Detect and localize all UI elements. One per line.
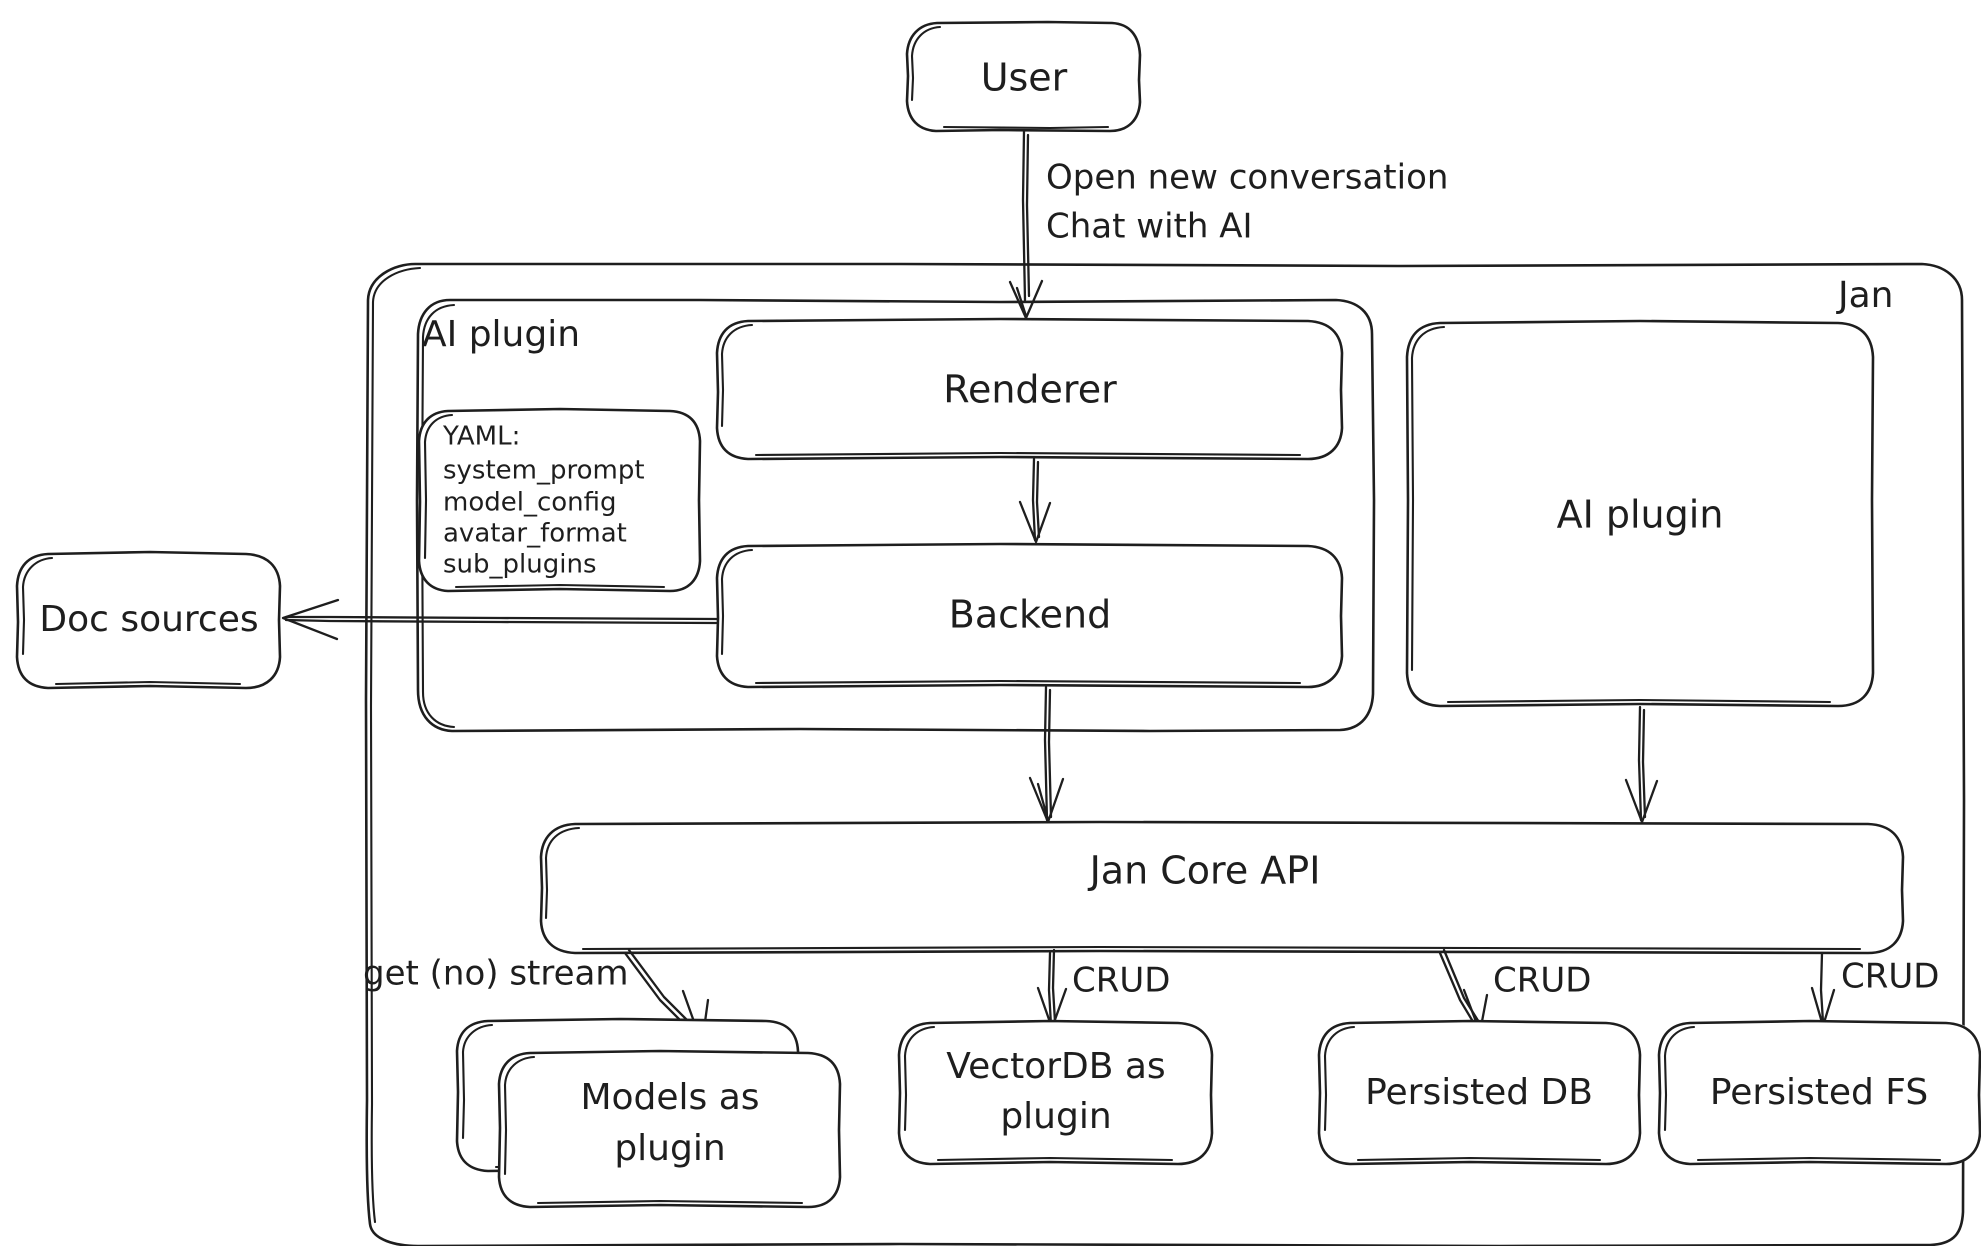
- persisted-fs-label: Persisted FS: [1710, 1072, 1928, 1113]
- vectordb-plugin-label-line1: VectorDB as: [946, 1046, 1165, 1087]
- persisted-db-node[interactable]: [1317, 1019, 1642, 1166]
- jan-group-label: Jan: [1836, 275, 1894, 316]
- backend-label: Backend: [949, 593, 1111, 637]
- yaml-line-2: model_config: [443, 488, 617, 518]
- ai-plugin-group-label: AI plugin: [422, 314, 580, 355]
- yaml-line-0: YAML:: [442, 422, 520, 452]
- edge-core-to-persisted-fs: [1810, 951, 1836, 1028]
- doc-sources-label: Doc sources: [39, 599, 258, 640]
- yaml-line-1: system_prompt: [443, 456, 645, 486]
- yaml-line-3: avatar_format: [443, 519, 627, 549]
- edge-label-user-to-renderer-line2: Chat with AI: [1046, 207, 1253, 247]
- renderer-label: Renderer: [943, 368, 1117, 412]
- vectordb-plugin-node[interactable]: [897, 1019, 1214, 1166]
- edge-user-to-renderer: [1008, 129, 1044, 320]
- user-node[interactable]: [905, 20, 1142, 133]
- edge-label-user-to-renderer-line1: Open new conversation: [1046, 158, 1448, 198]
- backend-node[interactable]: [715, 542, 1344, 689]
- edge-ai-plugin-to-core: [1624, 705, 1659, 824]
- vectordb-plugin-label-line2: plugin: [1000, 1096, 1111, 1137]
- models-plugin-label-line2: plugin: [614, 1128, 725, 1169]
- jan-container[interactable]: [364, 262, 1966, 1246]
- ai-plugin-box-node[interactable]: [1405, 319, 1875, 708]
- jan-core-api-label: Jan Core API: [1088, 849, 1321, 893]
- jan-core-api-node[interactable]: [539, 820, 1905, 955]
- edge-renderer-to-backend: [1018, 457, 1052, 544]
- doc-sources-node[interactable]: [15, 550, 282, 690]
- models-plugin-label-line1: Models as: [580, 1077, 759, 1118]
- edge-label-core-to-persisted-db: CRUD: [1493, 961, 1591, 1001]
- edge-label-core-to-vectordb: CRUD: [1072, 961, 1170, 1001]
- user-label: User: [981, 56, 1068, 100]
- ai-plugin-box-label: AI plugin: [1557, 493, 1724, 537]
- renderer-node[interactable]: [715, 317, 1344, 461]
- models-plugin-node[interactable]: [455, 1017, 842, 1209]
- edge-core-to-persisted-db: [1438, 948, 1489, 1034]
- persisted-db-label: Persisted DB: [1365, 1072, 1593, 1113]
- yaml-line-4: sub_plugins: [443, 550, 597, 580]
- yaml-card[interactable]: [417, 407, 702, 593]
- edge-label-core-to-models: get (no) stream: [363, 954, 628, 994]
- edge-backend-to-doc-sources: [281, 598, 719, 641]
- edge-label-core-to-persisted-fs: CRUD: [1841, 957, 1939, 997]
- persisted-fs-node[interactable]: [1657, 1019, 1981, 1166]
- edge-backend-to-core: [1028, 685, 1065, 824]
- edge-core-to-vectordb: [1036, 948, 1068, 1030]
